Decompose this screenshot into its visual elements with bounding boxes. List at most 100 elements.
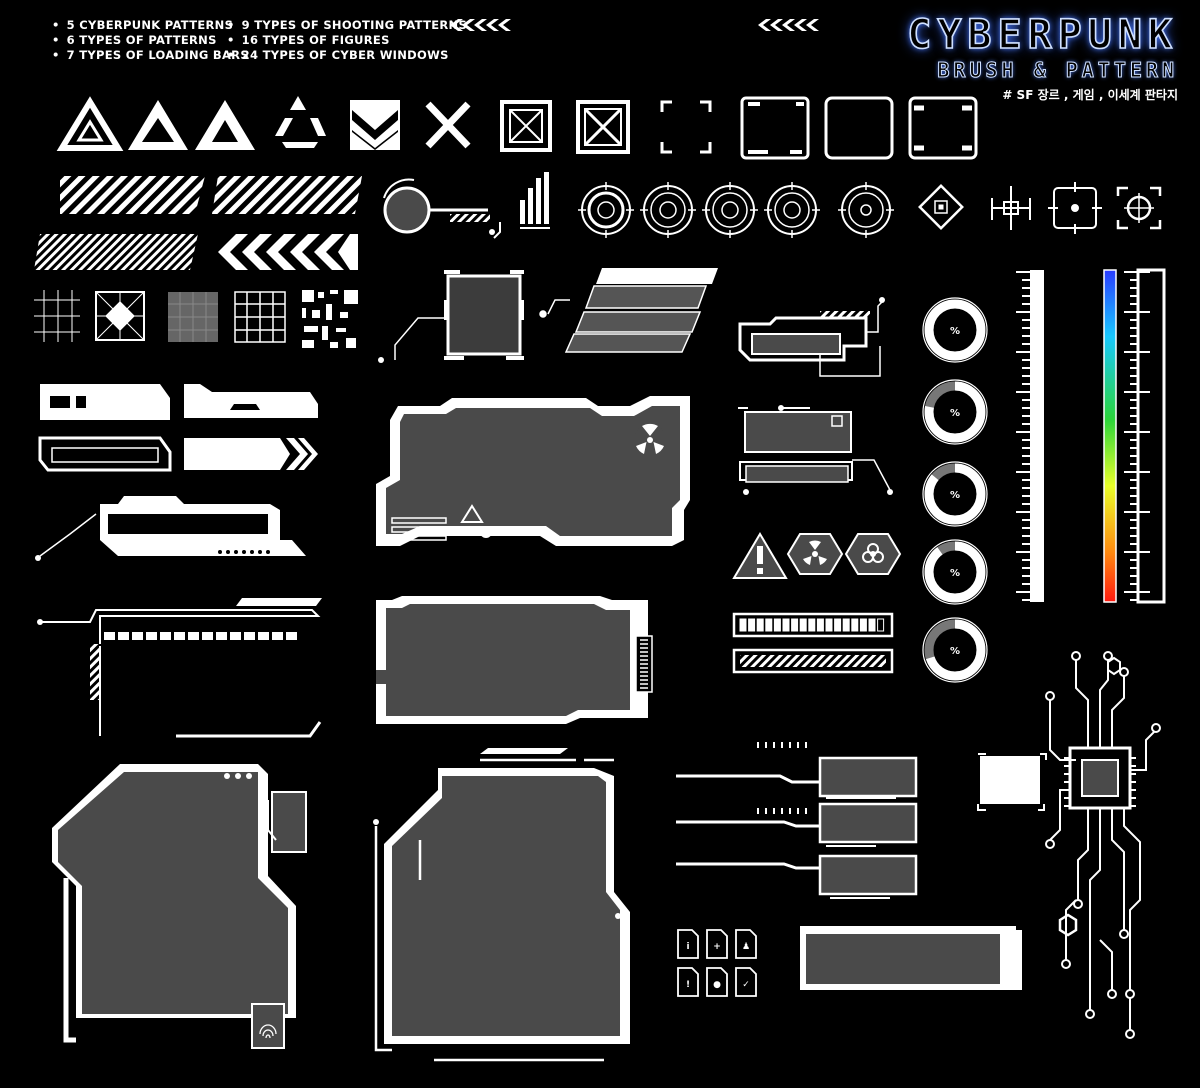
crosshair-icon bbox=[764, 182, 820, 238]
crosshair-icon bbox=[918, 184, 964, 230]
crosshair-icon bbox=[838, 182, 894, 238]
feature-item: 24 TYPES OF CYBER WINDOWS bbox=[227, 48, 452, 62]
title-block: CYBERPUNK BRUSH & PATTERN # SF 장르 , 게임 ,… bbox=[906, 11, 1178, 103]
circuit-node bbox=[1125, 1029, 1135, 1039]
triangle-icon bbox=[128, 100, 188, 150]
square-window bbox=[378, 270, 524, 363]
svg-text:✓: ✓ bbox=[742, 980, 750, 990]
biohazard-icon bbox=[844, 533, 902, 575]
file-icon: ! bbox=[677, 967, 699, 997]
title-tagline: # SF 장르 , 게임 , 이세계 판타지 bbox=[1002, 88, 1178, 102]
chevron-icon bbox=[218, 234, 358, 270]
gauge-scale-icon bbox=[1016, 268, 1166, 604]
circuit-node bbox=[1073, 899, 1083, 909]
circuit-node bbox=[1045, 691, 1055, 701]
progress-ring: % bbox=[922, 379, 988, 445]
crosshair-group bbox=[578, 182, 1162, 238]
crosshair-icon bbox=[702, 182, 758, 238]
feature-item: 5 CYBERPUNK PATTERNS bbox=[52, 18, 233, 32]
svg-text:♟: ♟ bbox=[742, 942, 750, 952]
progress-ring-group: %%%%% bbox=[922, 297, 988, 683]
crossed-box-icon bbox=[576, 100, 630, 154]
feature-list: 5 CYBERPUNK PATTERNS 9 TYPES OF SHOOTING… bbox=[52, 18, 467, 62]
circuit-node bbox=[1119, 929, 1129, 939]
circuit-node bbox=[1151, 723, 1161, 733]
file-icon: ● bbox=[706, 967, 728, 997]
grid-pattern bbox=[234, 291, 286, 343]
header-chevrons-right bbox=[758, 19, 819, 31]
file-icon: + bbox=[706, 929, 728, 959]
dial-widget bbox=[383, 172, 550, 239]
frame-icon bbox=[824, 96, 894, 160]
frame-icon bbox=[740, 96, 810, 160]
feature-item: 6 TYPES OF PATTERNS bbox=[52, 33, 227, 47]
crosshair-icon bbox=[640, 182, 696, 238]
triangle-icon bbox=[275, 96, 326, 148]
window-frame bbox=[373, 748, 630, 1062]
hex-node bbox=[1058, 913, 1078, 937]
fingerprint-icon bbox=[259, 1024, 277, 1039]
window-frame bbox=[376, 396, 690, 546]
radiation-icon bbox=[480, 526, 492, 538]
stripe-bar bbox=[34, 176, 362, 270]
svg-text:!: ! bbox=[686, 980, 690, 990]
circuit-node bbox=[1125, 989, 1135, 999]
tab-shape bbox=[38, 384, 318, 472]
title-sub: BRUSH & PATTERN bbox=[937, 58, 1178, 83]
x-mark-icon bbox=[425, 101, 471, 149]
hex-node bbox=[1107, 656, 1121, 676]
percent-label: % bbox=[950, 490, 960, 501]
radiation-icon bbox=[634, 423, 666, 456]
slanted-plate bbox=[539, 268, 718, 353]
crosshair-icon bbox=[1048, 182, 1102, 234]
chip-icon bbox=[757, 651, 1161, 1039]
step-bracket bbox=[37, 598, 322, 738]
grid-pattern bbox=[168, 292, 218, 342]
svg-text:●: ● bbox=[713, 980, 721, 990]
connector-panel bbox=[35, 496, 306, 561]
tag-module bbox=[738, 297, 885, 377]
frame-icon bbox=[908, 96, 978, 160]
percent-label: % bbox=[950, 568, 960, 579]
progress-ring: % bbox=[922, 539, 988, 605]
loading-bar bbox=[732, 612, 894, 674]
grid-pattern bbox=[95, 291, 145, 341]
hud-module bbox=[738, 405, 893, 495]
title-main: CYBERPUNK bbox=[906, 11, 1178, 59]
crosshair-icon bbox=[578, 182, 634, 238]
warning-icon bbox=[732, 532, 788, 579]
triangle-icon bbox=[56, 96, 124, 151]
window-frame bbox=[376, 596, 653, 724]
circuit-node bbox=[1045, 839, 1055, 849]
percent-label: % bbox=[950, 326, 960, 337]
file-icon: i bbox=[677, 929, 699, 959]
circuit-node bbox=[1107, 989, 1117, 999]
window-frame bbox=[800, 926, 1022, 990]
header-chevrons-left bbox=[450, 19, 511, 31]
triangle-icon bbox=[195, 100, 255, 150]
svg-text:+: + bbox=[713, 942, 721, 952]
file-icon: ✓ bbox=[735, 967, 757, 997]
feature-item: 9 TYPES OF SHOOTING PATTERNS bbox=[227, 18, 467, 32]
svg-text:i: i bbox=[686, 942, 689, 952]
spectrum-bar-icon bbox=[1103, 269, 1117, 603]
file-icon-group: i + ♟! ● ✓ bbox=[677, 929, 757, 997]
progress-ring: % bbox=[922, 297, 988, 363]
percent-label: % bbox=[950, 408, 960, 419]
progress-ring: % bbox=[922, 617, 988, 683]
grid-pattern bbox=[34, 290, 80, 342]
window-frame bbox=[52, 764, 307, 1049]
circuit-node bbox=[1103, 651, 1113, 661]
progress-ring: % bbox=[922, 461, 988, 527]
chevron-icon bbox=[350, 100, 400, 150]
circuit-node bbox=[1119, 667, 1129, 677]
percent-label: % bbox=[950, 646, 960, 657]
file-icon: ♟ bbox=[735, 929, 757, 959]
circuit-node bbox=[1061, 959, 1071, 969]
radiation-icon bbox=[786, 533, 844, 575]
warning-icon bbox=[460, 504, 484, 523]
circuit-node bbox=[1071, 651, 1081, 661]
corner-bracket-icon bbox=[660, 100, 712, 154]
qr-pattern bbox=[302, 290, 358, 348]
